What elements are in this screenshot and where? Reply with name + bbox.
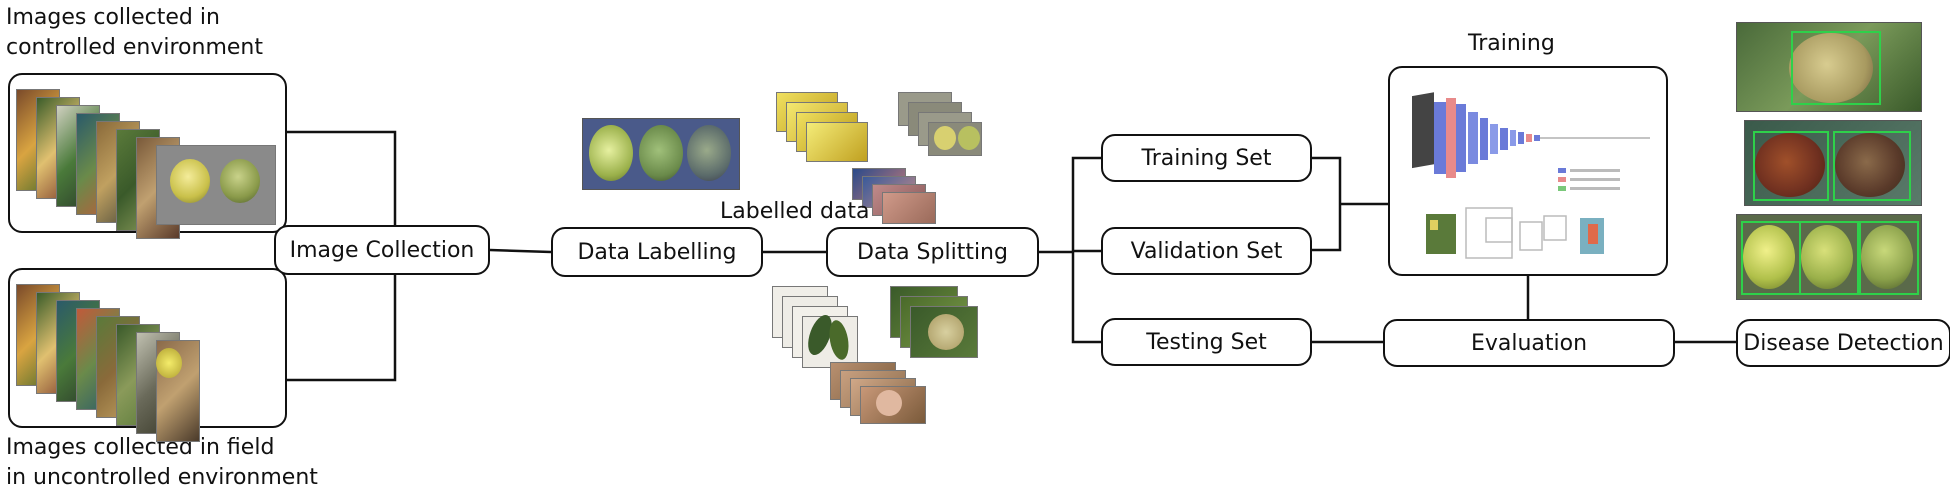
data-labelling-label: Data Labelling bbox=[577, 239, 737, 265]
validation-set-label: Validation Set bbox=[1130, 238, 1283, 264]
training-set-node[interactable]: Training Set bbox=[1101, 134, 1312, 182]
data-splitting-node[interactable]: Data Splitting bbox=[826, 227, 1039, 277]
training-title: Training bbox=[1468, 31, 1555, 56]
evaluation-label: Evaluation bbox=[1470, 330, 1588, 356]
image-collection-node[interactable]: Image Collection bbox=[274, 225, 490, 275]
disease-detection-label: Disease Detection bbox=[1743, 330, 1944, 356]
labelled-data-label: Labelled data bbox=[720, 199, 870, 224]
labelled-sample-image bbox=[582, 118, 740, 190]
detection-result-image-1 bbox=[1736, 22, 1922, 112]
image-collection-label: Image Collection bbox=[289, 237, 475, 263]
field-label-line2: in uncontrolled environment bbox=[6, 465, 318, 490]
controlled-label-line1: Images collected in bbox=[6, 5, 220, 30]
disease-detection-node[interactable]: Disease Detection bbox=[1736, 319, 1950, 367]
validation-set-node[interactable]: Validation Set bbox=[1101, 227, 1312, 275]
testing-set-label: Testing Set bbox=[1146, 329, 1267, 355]
controlled-label-line2: controlled environment bbox=[6, 35, 263, 60]
data-splitting-label: Data Splitting bbox=[857, 239, 1008, 265]
controlled-images-frame bbox=[8, 73, 287, 239]
training-set-label: Training Set bbox=[1141, 145, 1272, 171]
cnn-architecture-graphic bbox=[1412, 92, 1650, 259]
field-images-frame bbox=[8, 268, 287, 442]
data-labelling-node[interactable]: Data Labelling bbox=[551, 227, 763, 277]
evaluation-node[interactable]: Evaluation bbox=[1383, 319, 1675, 367]
detection-result-image-2 bbox=[1744, 120, 1922, 206]
training-model-frame bbox=[1388, 66, 1668, 276]
detection-result-image-3 bbox=[1736, 214, 1922, 300]
testing-set-node[interactable]: Testing Set bbox=[1101, 318, 1312, 366]
field-label-line1: Images collected in field bbox=[6, 435, 275, 460]
